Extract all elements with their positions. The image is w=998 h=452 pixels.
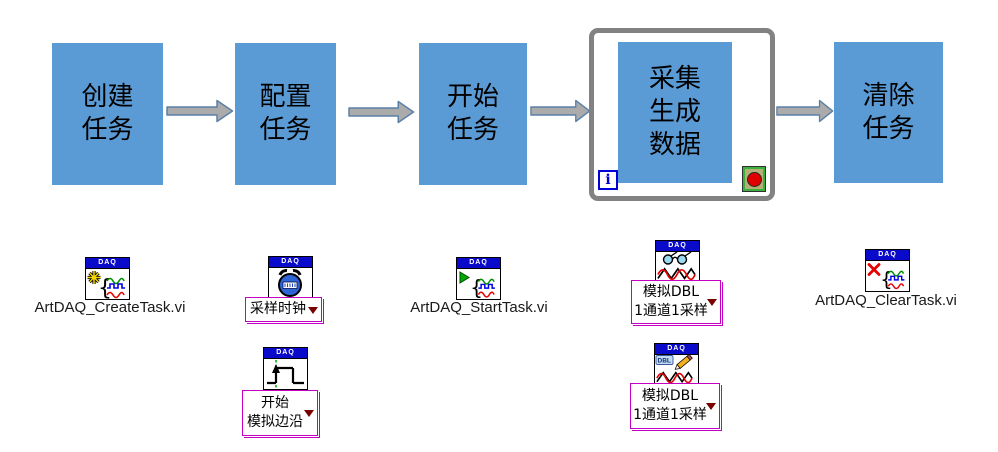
flow-box-text: 采集 — [648, 64, 701, 94]
enum-selection-label: 模拟边沿 — [247, 414, 303, 430]
vi-label-clear-task: ArtDAQ_ClearTask.vi — [815, 292, 957, 309]
flow-box-text: 任务 — [259, 115, 312, 145]
enum-selector-read-mode[interactable]: 模拟DBL 1通道1采样 — [631, 280, 721, 324]
enum-selection-label: 模拟DBL — [642, 284, 700, 300]
waveform-brace-icon — [879, 267, 906, 291]
flow-arrow — [348, 99, 415, 125]
daq-header: DAQ — [457, 258, 500, 269]
waveform-brace-icon — [97, 275, 126, 299]
edge-trigger-icon — [267, 360, 304, 388]
zigzag-waveform-icon — [656, 371, 693, 384]
stop-icon — [746, 171, 762, 187]
flow-box-clear-task: 清除 任务 — [834, 42, 943, 183]
glasses-icon — [662, 252, 692, 265]
iteration-terminal[interactable]: i — [598, 170, 618, 190]
while-loop-border: i — [589, 28, 775, 201]
stop-button[interactable] — [742, 166, 766, 192]
dbl-badge: DBL — [655, 355, 674, 365]
vi-label-start-task: ArtDAQ_StartTask.vi — [410, 299, 548, 316]
dropdown-arrow-icon[interactable] — [308, 306, 318, 314]
enum-selection-label: 1通道1采样 — [634, 303, 708, 319]
flow-box-text: 清除 — [862, 80, 915, 111]
waveform-brace-icon — [469, 274, 496, 299]
enum-selector-sample-clock[interactable]: 采样时钟 — [245, 297, 322, 322]
daq-header: DAQ — [656, 241, 699, 252]
vi-label-create-task: ArtDAQ_CreateTask.vi — [34, 299, 186, 316]
vi-icon-start-task[interactable]: DAQ — [456, 257, 501, 300]
vi-icon-trigger[interactable]: DAQ — [263, 347, 308, 390]
enum-selector-write-mode[interactable]: 模拟DBL 1通道1采样 — [630, 383, 720, 429]
flow-box-text: 创建 — [81, 82, 134, 112]
dropdown-arrow-icon[interactable] — [304, 410, 314, 417]
zigzag-waveform-icon — [657, 267, 696, 281]
flow-arrow — [530, 98, 591, 124]
daq-header: DAQ — [86, 258, 129, 269]
flow-box-text: 生成 — [648, 97, 701, 127]
flow-box-text: 数据 — [648, 130, 701, 160]
vi-icon-clear-task[interactable]: DAQ — [865, 249, 910, 292]
vi-icon-write[interactable]: DAQ DBL — [654, 343, 699, 386]
dropdown-arrow-icon[interactable] — [707, 299, 717, 306]
flow-box-text: 开始 — [446, 82, 499, 112]
flow-box-start-task: 开始 任务 — [419, 43, 527, 185]
vi-icon-sample-clock[interactable]: DAQ — [268, 256, 313, 299]
flow-box-configure-task: 配置 任务 — [235, 43, 336, 185]
flow-arrow — [166, 98, 234, 124]
clock-icon — [278, 268, 302, 297]
pencil-icon — [674, 355, 693, 370]
daq-header: DAQ — [264, 348, 307, 359]
vi-icon-create-task[interactable]: DAQ — [85, 257, 130, 300]
clear-x-icon — [867, 263, 881, 276]
svg-text:DBL: DBL — [658, 358, 671, 365]
flow-box-text: 任务 — [81, 115, 134, 145]
flow-box-create-task: 创建 任务 — [52, 43, 163, 185]
enum-selection-label: 采样时钟 — [250, 301, 306, 317]
vi-icon-read[interactable]: DAQ — [655, 240, 700, 283]
flow-box-text: 任务 — [862, 113, 915, 144]
daq-header: DAQ — [866, 250, 909, 261]
new-asterisk-icon — [87, 271, 101, 284]
daq-header: DAQ — [655, 344, 698, 355]
flow-box-acquire-generate-data: 采集 生成 数据 — [618, 42, 732, 183]
flow-box-text: 配置 — [259, 82, 312, 112]
flow-arrow — [776, 98, 834, 124]
enum-selection-label: 开始 — [261, 395, 289, 411]
play-icon — [459, 271, 470, 284]
enum-selector-trigger[interactable]: 开始 模拟边沿 — [242, 390, 318, 436]
enum-selection-label: 1通道1采样 — [633, 407, 707, 423]
enum-selection-label: 模拟DBL — [641, 388, 699, 404]
daq-header: DAQ — [269, 257, 312, 268]
dropdown-arrow-icon[interactable] — [706, 403, 716, 410]
flow-box-text: 任务 — [446, 115, 499, 145]
